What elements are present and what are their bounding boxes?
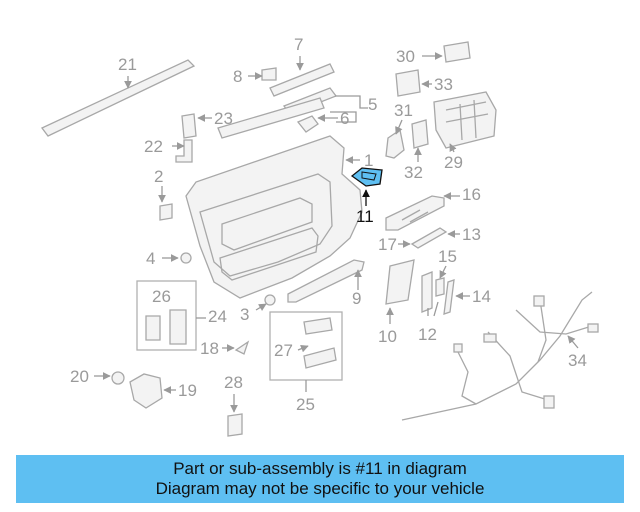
part-1-door-panel: 1 (185, 135, 373, 299)
part-25-handle-assembly: 27 25 (269, 311, 343, 414)
callout-27: 27 (274, 341, 293, 360)
banner-line-1: Part or sub-assembly is #11 in diagram (173, 459, 467, 478)
part-7-trim-strip: 7 (269, 35, 335, 97)
callout-16: 16 (462, 185, 481, 204)
callout-21: 21 (118, 55, 137, 74)
callout-30: 30 (396, 47, 415, 66)
part-33-switch: 33 (395, 69, 453, 97)
part-30-switch: 30 (396, 41, 471, 66)
callout-1: 1 (364, 151, 373, 170)
part-17-trim: 17 (378, 235, 411, 254)
callout-29: 29 (444, 153, 463, 172)
part-2-clip: 2 (154, 167, 173, 221)
part-18-clip: 18 (200, 339, 250, 358)
callout-8: 8 (233, 67, 242, 86)
callout-10: 10 (378, 327, 397, 346)
callout-13: 13 (462, 225, 481, 244)
callout-3: 3 (240, 305, 249, 324)
part-13-trim: 13 (410, 225, 481, 249)
part-20-grommet: 20 (70, 367, 125, 386)
callout-12: 12 (418, 325, 437, 344)
part-23-hinge: 23 (181, 109, 233, 139)
part-24-lock-assembly: 24 26 (136, 280, 227, 351)
part-9-armrest: 9 (287, 259, 365, 308)
banner-line-2: Diagram may not be specific to your vehi… (155, 479, 485, 498)
callout-33: 33 (434, 75, 453, 94)
callout-5: 5 (368, 95, 377, 114)
callout-28: 28 (224, 373, 243, 392)
callout-24: 24 (208, 307, 227, 326)
callout-14: 14 (472, 287, 491, 306)
part-12-bracket: 12 (418, 271, 439, 344)
part-28-cover: 28 (224, 373, 243, 437)
part-3-bolt: 3 (240, 294, 276, 324)
callout-20: 20 (70, 367, 89, 386)
callout-23: 23 (214, 109, 233, 128)
box-24 (136, 280, 197, 351)
callout-34: 34 (568, 351, 587, 370)
part-4-screw: 4 (146, 249, 192, 268)
callout-4: 4 (146, 249, 155, 268)
callout-25: 25 (296, 395, 315, 414)
callout-18: 18 (200, 339, 219, 358)
callout-32: 32 (404, 163, 423, 182)
parts-diagram: 21 7 8 5 6 23 22 2 (40, 35, 599, 437)
part-16-switch-panel: 16 (385, 185, 481, 231)
part-11-switch-highlighted: 11 (350, 167, 383, 226)
callout-17: 17 (378, 235, 397, 254)
callout-11: 11 (356, 207, 374, 226)
part-32-switch: 32 (404, 119, 429, 182)
part-31-switch: 31 (385, 101, 413, 159)
info-banner: Part or sub-assembly is #11 in diagram D… (16, 455, 624, 503)
callout-2: 2 (154, 167, 163, 186)
callout-6: 6 (340, 109, 349, 128)
part-22-bracket: 22 (144, 137, 193, 163)
part-14-strip: 14 (443, 279, 491, 315)
part-29-master-switch: 29 (433, 91, 497, 172)
part-34-wiring-harness: 34 (401, 291, 599, 421)
part-5-upper-trim: 5 (217, 87, 377, 139)
callout-31: 31 (394, 101, 413, 120)
callout-15: 15 (438, 247, 457, 266)
callout-19: 19 (178, 381, 197, 400)
part-21-molding-strip: 21 (40, 55, 196, 137)
part-15-clip: 15 (435, 247, 457, 297)
callout-22: 22 (144, 137, 163, 156)
callout-7: 7 (294, 35, 303, 54)
part-6-bracket: 6 (296, 109, 349, 133)
part-10-panel: 10 (378, 259, 415, 346)
part-8-clip: 8 (233, 67, 277, 86)
callout-26: 26 (152, 287, 171, 306)
callout-9: 9 (352, 289, 361, 308)
part-19-cover: 19 (129, 373, 197, 409)
